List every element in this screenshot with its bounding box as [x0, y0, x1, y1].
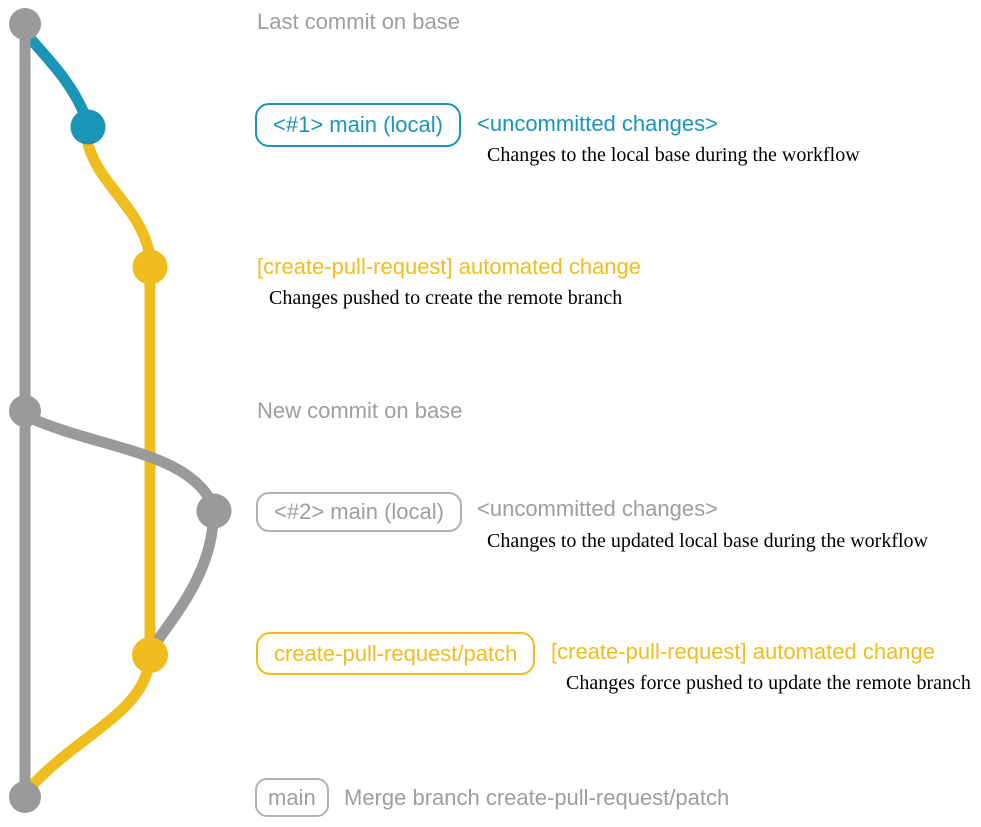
last-commit-heading: Last commit on base	[257, 9, 460, 34]
uncommitted-changes-2-caption: Changes to the updated local base during…	[487, 530, 928, 552]
automated-change-1-caption: Changes pushed to create the remote bran…	[269, 287, 623, 309]
automated-change-2-title: [create-pull-request] automated change	[551, 639, 936, 664]
automated-change-1-title: [create-pull-request] automated change	[257, 254, 642, 279]
new-commit-heading: New commit on base	[257, 398, 463, 423]
main-badge: main	[255, 778, 329, 817]
uncommitted-changes-2-title: <uncommitted changes>	[477, 496, 718, 521]
commit-dot-local-2	[196, 493, 232, 529]
local-change-1-edge	[22, 30, 92, 124]
automated-change-2-caption: Changes force pushed to update the remot…	[566, 672, 971, 694]
main-local-1-badge: <#1> main (local)	[255, 103, 461, 147]
uncommitted-changes-1-caption: Changes to the local base during the wor…	[487, 144, 860, 166]
commit-dot-remote-2	[132, 637, 168, 673]
remote-branch-edge-from-local1	[81, 134, 156, 262]
commit-dot-new-base	[9, 395, 41, 427]
local-change-2-edge-in	[150, 517, 219, 649]
merge-commit-text: Merge branch create-pull-request/patch	[344, 785, 730, 810]
remote-branch-merge-edge	[21, 662, 154, 797]
local-change-2-edge-out	[22, 411, 218, 509]
commit-dot-remote-1	[132, 249, 168, 285]
uncommitted-changes-1-title: <uncommitted changes>	[477, 111, 718, 136]
main-local-2-badge: <#2> main (local)	[256, 492, 462, 532]
patch-branch-badge: create-pull-request/patch	[256, 632, 536, 675]
commit-dot-merge	[9, 781, 41, 813]
commit-dot-last-base	[9, 8, 41, 40]
commit-dot-local-1	[70, 109, 106, 145]
